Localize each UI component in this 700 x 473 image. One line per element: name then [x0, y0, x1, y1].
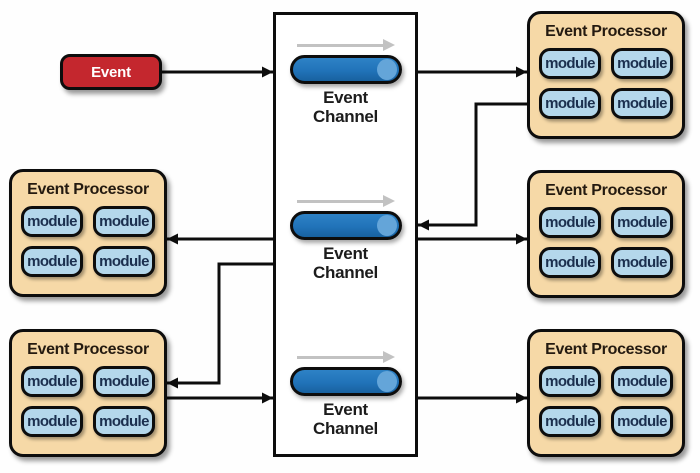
module: module: [611, 366, 673, 397]
module-grid: module module module module: [530, 207, 682, 278]
event-processor-bottom-right: Event Processor module module module mod…: [527, 329, 685, 457]
channel-label-line2: Channel: [313, 263, 378, 282]
channel-cylinder: [289, 55, 402, 84]
event-processor-bottom-left: Event Processor module module module mod…: [9, 329, 167, 457]
module: module: [93, 206, 155, 237]
module-grid: module module module module: [12, 366, 164, 437]
flow-direction-arrow: [296, 39, 395, 52]
channel-label: Event Channel: [276, 400, 415, 438]
event-channel-1: Event Channel: [276, 39, 415, 126]
module-grid: module module module module: [530, 48, 682, 119]
module: module: [539, 247, 601, 278]
module: module: [539, 366, 601, 397]
processor-title: Event Processor: [545, 341, 667, 358]
event-channel-3: Event Channel: [276, 351, 415, 438]
module-grid: module module module module: [530, 366, 682, 437]
channel-label-line2: Channel: [313, 107, 378, 126]
module: module: [611, 48, 673, 79]
event-node: Event: [60, 54, 162, 90]
module: module: [611, 207, 673, 238]
module: module: [539, 207, 601, 238]
module: module: [611, 247, 673, 278]
channel-cylinder: [289, 211, 402, 240]
channel-label-line1: Event: [323, 244, 368, 263]
module: module: [611, 88, 673, 119]
module-grid: module module module module: [12, 206, 164, 277]
module: module: [539, 48, 601, 79]
channel-label-line1: Event: [323, 88, 368, 107]
event-processor-middle-left: Event Processor module module module mod…: [9, 169, 167, 297]
event-processor-middle-right: Event Processor module module module mod…: [527, 170, 685, 298]
module: module: [21, 406, 83, 437]
processor-title: Event Processor: [545, 23, 667, 40]
arrow-proc-top-right-to-channel2: [418, 102, 527, 231]
module: module: [539, 406, 601, 437]
flow-direction-arrow: [296, 195, 395, 208]
module: module: [93, 246, 155, 277]
channel-label-line1: Event: [323, 400, 368, 419]
event-channel-2: Event Channel: [276, 195, 415, 282]
module: module: [21, 206, 83, 237]
processor-title: Event Processor: [27, 341, 149, 358]
event-channel-box: Event Channel Event Channel Event Channe…: [273, 12, 418, 457]
channel-label: Event Channel: [276, 244, 415, 282]
event-processor-top-right: Event Processor module module module mod…: [527, 11, 685, 139]
module: module: [539, 88, 601, 119]
processor-title: Event Processor: [545, 182, 667, 199]
module: module: [21, 366, 83, 397]
module: module: [93, 366, 155, 397]
event-label: Event: [91, 63, 131, 81]
channel-label-line2: Channel: [313, 419, 378, 438]
processor-title: Event Processor: [27, 181, 149, 198]
channel-label: Event Channel: [276, 88, 415, 126]
module: module: [611, 406, 673, 437]
module: module: [93, 406, 155, 437]
arrow-channel2-to-proc-bottom-left: [167, 262, 273, 389]
channel-cylinder: [289, 367, 402, 396]
module: module: [21, 246, 83, 277]
flow-direction-arrow: [296, 351, 395, 364]
